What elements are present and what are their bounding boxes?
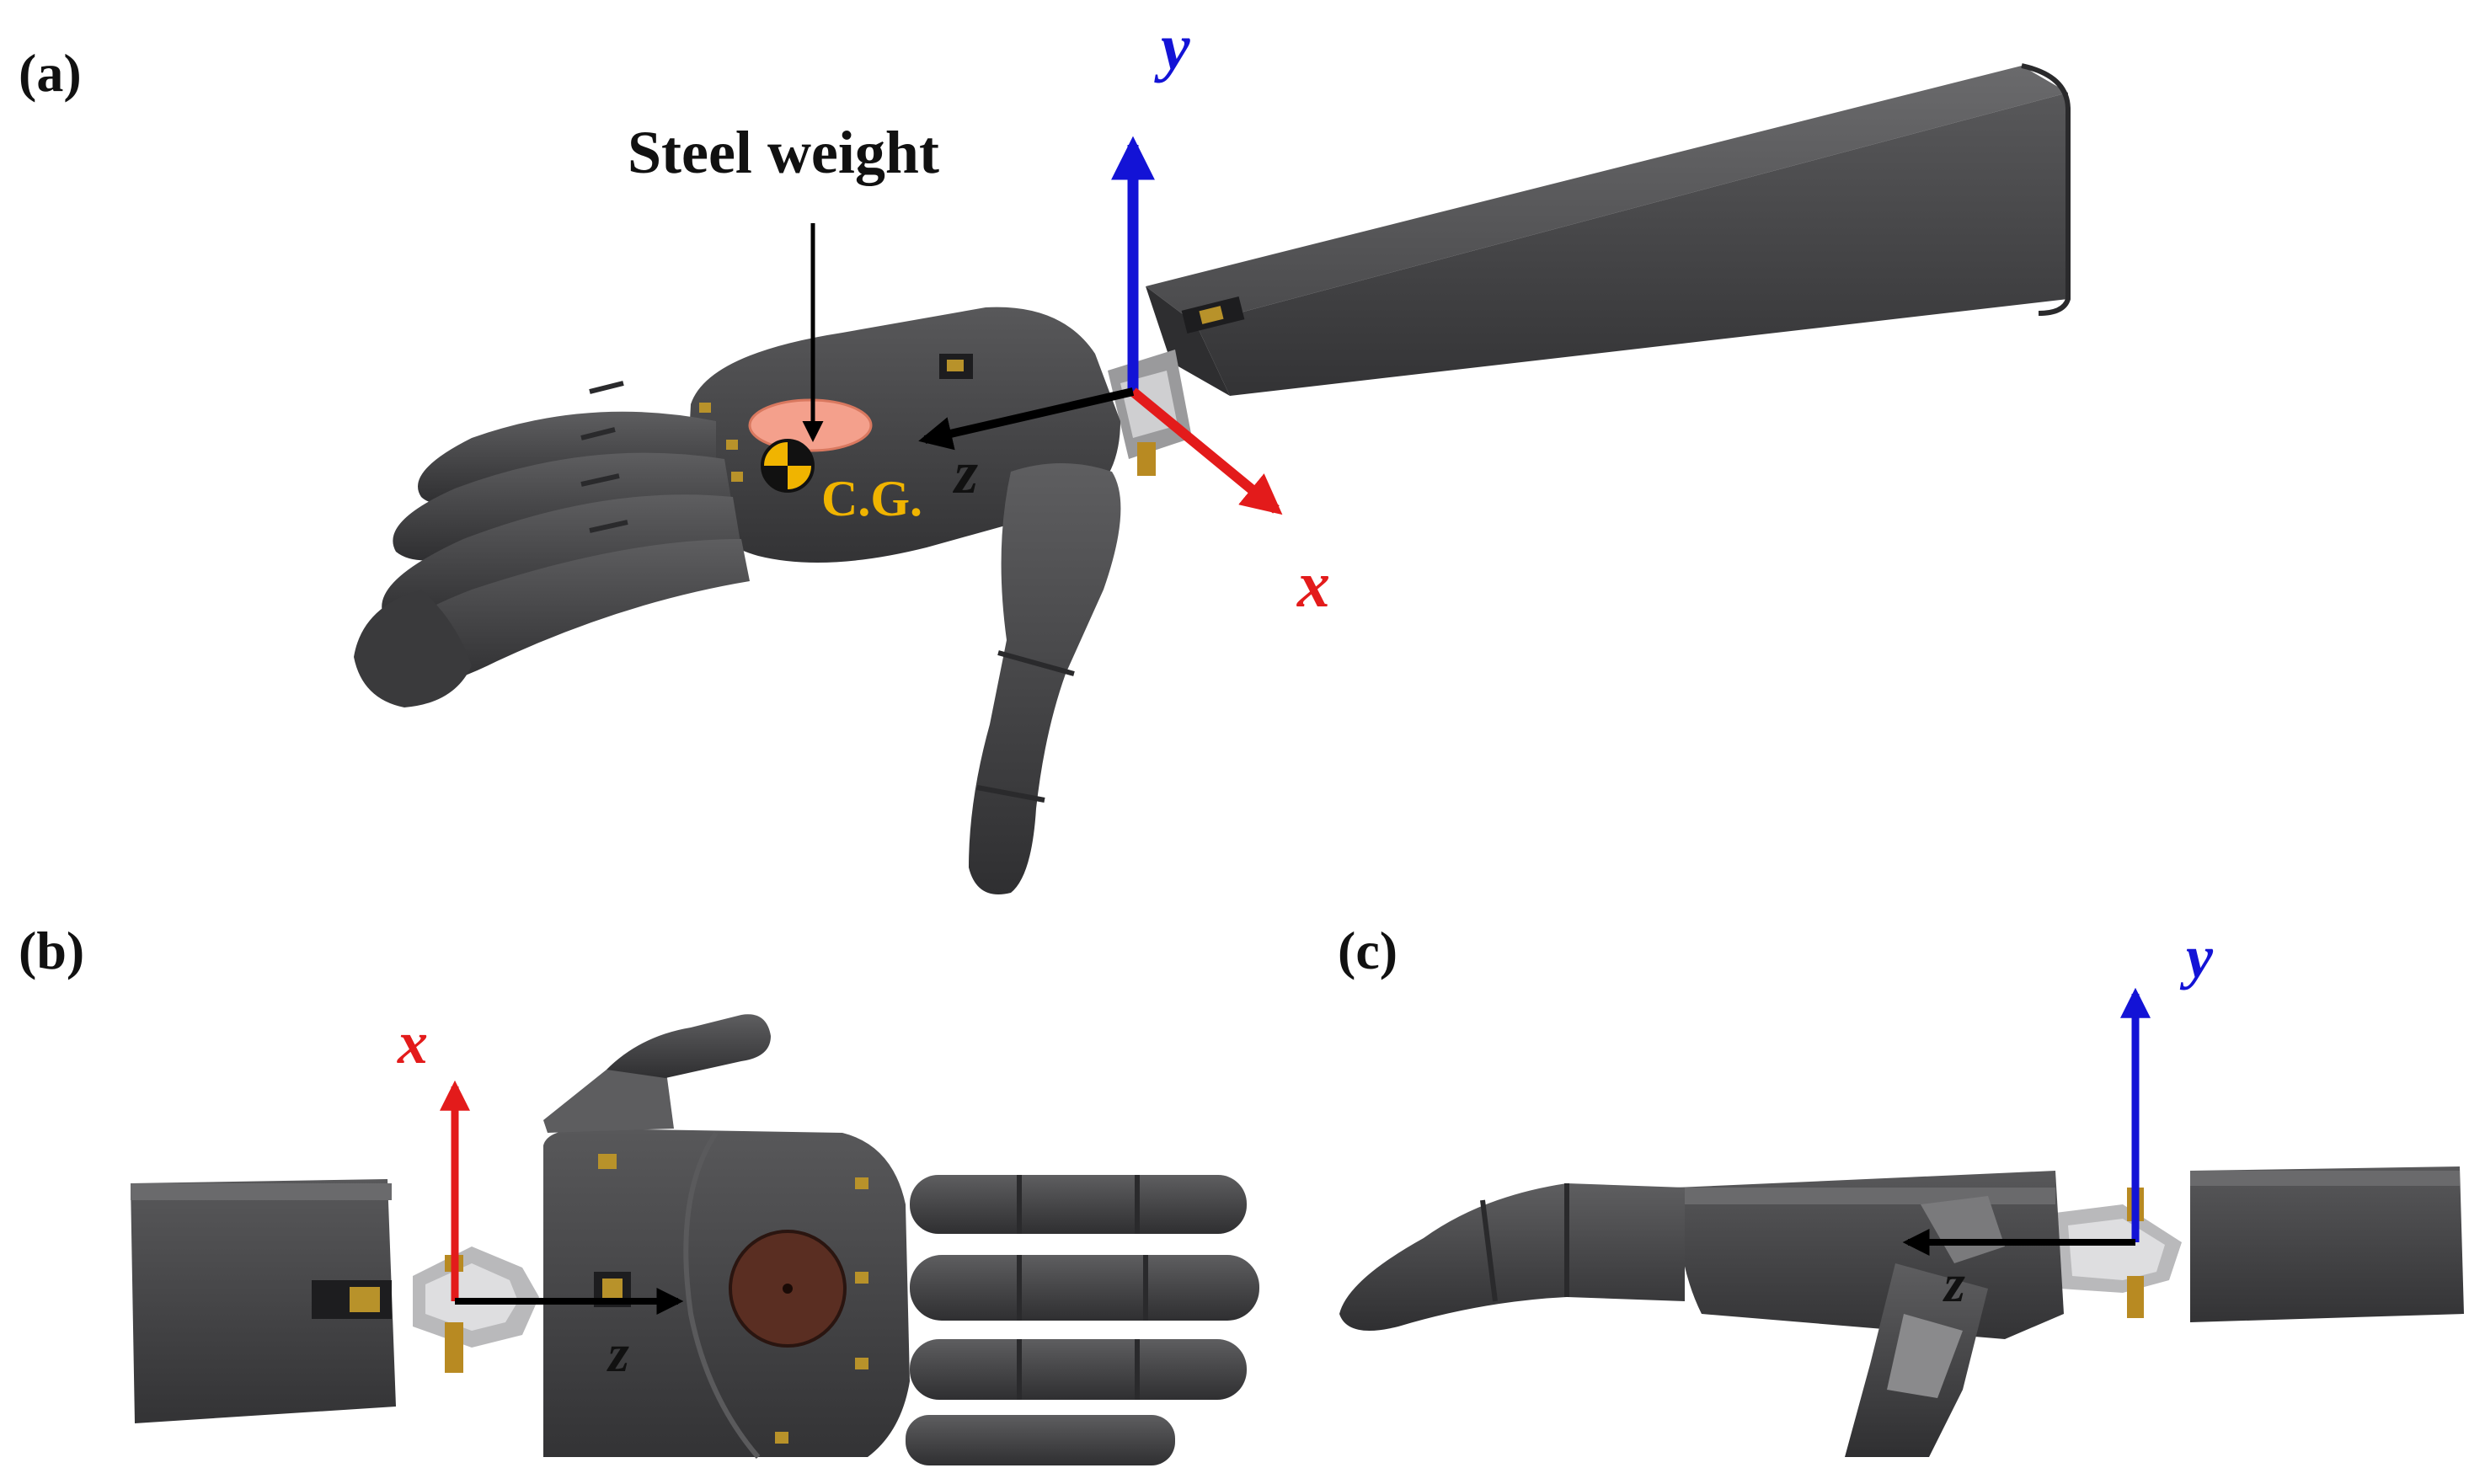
fingers-a <box>354 381 750 707</box>
x-axis-label-a: x <box>1296 547 1330 621</box>
x-axis-label-b: x <box>397 1009 428 1076</box>
thumb-c <box>1845 1263 1988 1457</box>
panel-b: (b) <box>19 921 1259 1465</box>
wrist-connector-c <box>2055 1188 2182 1318</box>
panel-c: (c) <box>1338 921 2464 1457</box>
steel-weight-label: Steel weight <box>628 119 939 186</box>
z-axis-label-c: z <box>1943 1253 1965 1313</box>
wrist-connector-b <box>413 1246 539 1373</box>
z-axis-label-b: z <box>607 1323 629 1383</box>
cg-label: C.G. <box>821 471 922 526</box>
thumb-b <box>543 1014 771 1133</box>
forearm-socket <box>1146 63 2071 396</box>
wrist-joint <box>1108 350 1192 476</box>
panel-b-label: (b) <box>19 921 84 980</box>
y-axis-label-c: y <box>2179 923 2214 990</box>
z-axis-arrow-a <box>918 387 1135 451</box>
panel-c-label: (c) <box>1338 921 1397 980</box>
panel-a-label: (a) <box>19 43 82 103</box>
palm-side <box>1676 1171 2064 1339</box>
cg-symbol <box>761 439 815 493</box>
x-axis-arrow-a <box>1130 387 1283 515</box>
fingers-c <box>1339 1183 1685 1331</box>
axes-b <box>440 1080 684 1315</box>
socket-b <box>131 1179 396 1423</box>
fingers-b <box>906 1175 1259 1465</box>
socket-c <box>2190 1166 2464 1322</box>
y-axis-label-a: y <box>1154 10 1190 83</box>
thumb-a <box>969 463 1121 894</box>
palm-top-view <box>543 1129 910 1459</box>
steel-weight-disk <box>748 398 873 452</box>
z-axis-label-a: z <box>952 439 978 506</box>
panel-a: (a) <box>19 10 2071 894</box>
axes-c <box>1902 987 2151 1256</box>
axes-a <box>918 136 1283 515</box>
